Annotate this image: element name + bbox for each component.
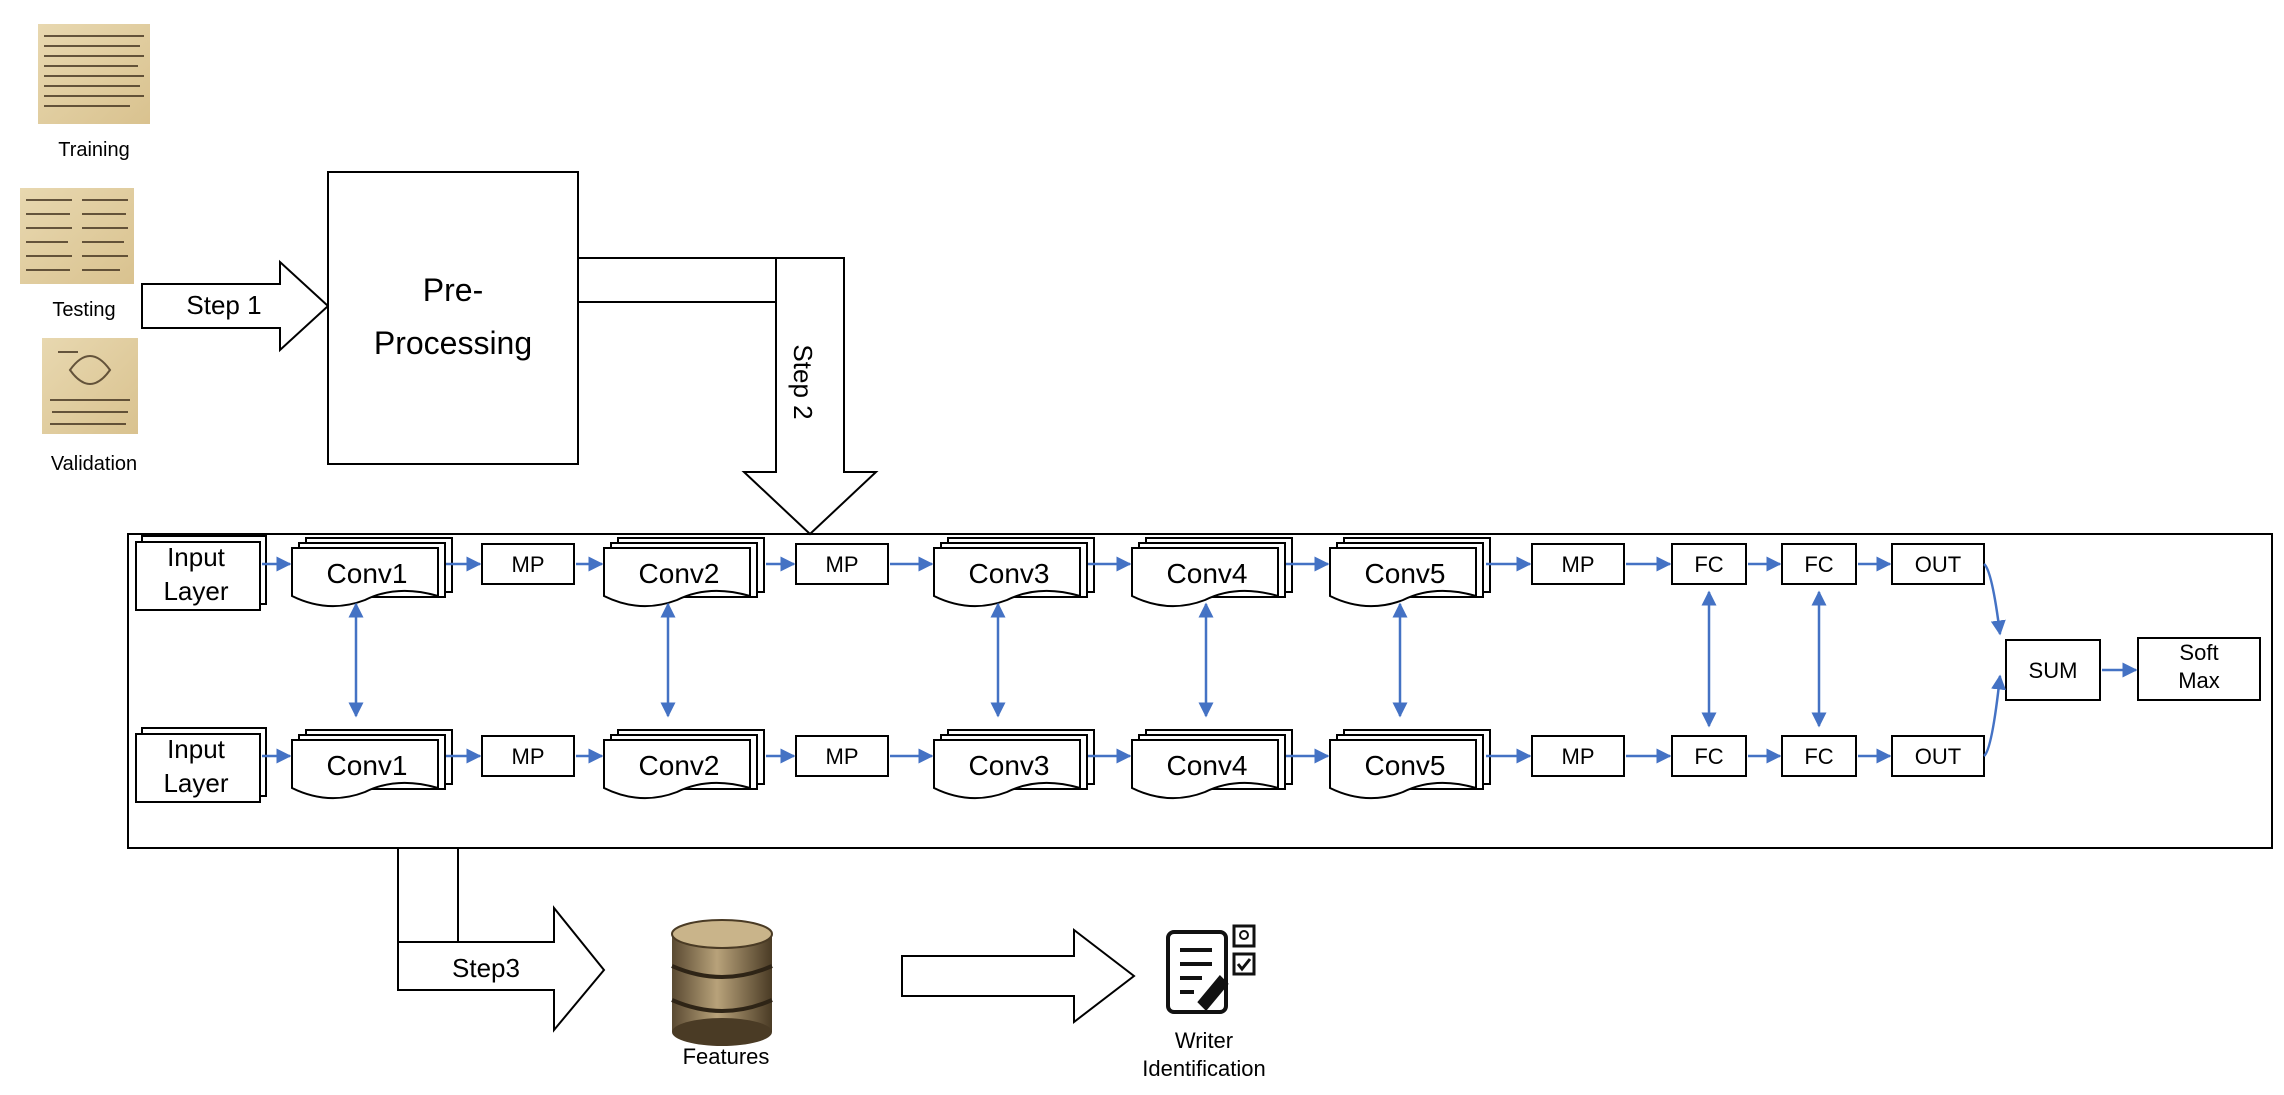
conv2-top-label: Conv2 [639, 558, 720, 589]
fc2-top-label: FC [1804, 552, 1833, 577]
fc2-bottom-label: FC [1804, 744, 1833, 769]
mp1-bottom-label: MP [512, 744, 545, 769]
conv1-bottom-label: Conv1 [327, 750, 408, 781]
writer-label-line1: Writer [1175, 1028, 1233, 1053]
training-thumbnail [38, 24, 150, 124]
conv2-top [603, 547, 751, 608]
out-bottom [1891, 735, 1985, 777]
mp2-bottom [795, 735, 889, 777]
mp1-top-label: MP [512, 552, 545, 577]
mp2-bottom-label: MP [826, 744, 859, 769]
conv4-bottom [1131, 739, 1279, 800]
conv2-bottom-label: Conv2 [639, 750, 720, 781]
arrow-out-bottom-sum [1983, 674, 2007, 757]
input-layer-bottom-label-line1: Input [167, 734, 226, 764]
testing-label: Testing [52, 299, 115, 321]
conv5-top-label: Conv5 [1365, 558, 1446, 589]
network-container [127, 533, 2273, 849]
fc2-bottom [1781, 735, 1857, 777]
step3-arrow [397, 848, 606, 1033]
softmax-label-line1: Soft [2179, 640, 2218, 665]
fc1-top-label: FC [1694, 552, 1723, 577]
conv3-top [933, 547, 1081, 608]
conv5-top [1329, 547, 1477, 608]
document-check-icon [1166, 924, 1256, 1014]
features-to-writer-arrow [901, 927, 1136, 1025]
sum-box [2005, 639, 2101, 701]
step1-label: Step 1 [186, 290, 261, 320]
conv4-top [1131, 547, 1279, 608]
fc1-bottom-label: FC [1694, 744, 1723, 769]
mp2-top-label: MP [826, 552, 859, 577]
preprocessing-box [327, 171, 579, 465]
conv1-top-label: Conv1 [327, 558, 408, 589]
input-layer-top-label-line1: Input [167, 542, 226, 572]
fc1-top [1671, 543, 1747, 585]
mp3-bottom [1531, 735, 1625, 777]
sum-box-label: SUM [2029, 658, 2078, 683]
conv5-bottom [1329, 739, 1477, 800]
mp1-bottom [481, 735, 575, 777]
database-icon [671, 919, 773, 1046]
input-layer-top-label-line2: Layer [163, 576, 228, 606]
mp3-bottom-label: MP [1562, 744, 1595, 769]
fc1-bottom [1671, 735, 1747, 777]
features-label: Features [683, 1044, 770, 1069]
conv2-bottom [603, 739, 751, 800]
input-layer-bottom [135, 733, 261, 803]
softmax-box [2137, 637, 2261, 701]
out-top-label: OUT [1915, 552, 1961, 577]
writer-label-line2: Identification [1142, 1056, 1266, 1081]
softmax-label-line2: Max [2178, 668, 2220, 693]
out-top [1891, 543, 1985, 585]
conv4-top-label: Conv4 [1167, 558, 1248, 589]
preprocessing-label-line2: Processing [374, 325, 532, 361]
conv1-top [291, 547, 439, 608]
conv1-bottom [291, 739, 439, 800]
fc2-top [1781, 543, 1857, 585]
mp3-top-label: MP [1562, 552, 1595, 577]
mp2-top [795, 543, 889, 585]
step2-arrow [577, 257, 879, 536]
step2-label: Step 2 [788, 344, 818, 419]
step1-arrow [141, 259, 330, 353]
out-bottom-label: OUT [1915, 744, 1961, 769]
validation-thumbnail [42, 338, 138, 434]
conv5-bottom-label: Conv5 [1365, 750, 1446, 781]
validation-label: Validation [51, 453, 137, 475]
step3-label: Step3 [452, 953, 520, 983]
mp3-top [1531, 543, 1625, 585]
conv4-bottom-label: Conv4 [1167, 750, 1248, 781]
conv3-bottom [933, 739, 1081, 800]
testing-thumbnail [20, 188, 134, 284]
mp1-top [481, 543, 575, 585]
conv3-bottom-label: Conv3 [969, 750, 1050, 781]
input-layer-bottom-label-line2: Layer [163, 768, 228, 798]
input-layer-top [135, 541, 261, 611]
training-label: Training [58, 139, 130, 161]
preprocessing-label-line1: Pre- [423, 272, 483, 308]
conv3-top-label: Conv3 [969, 558, 1050, 589]
arrow-out-top-sum [1983, 563, 2006, 636]
